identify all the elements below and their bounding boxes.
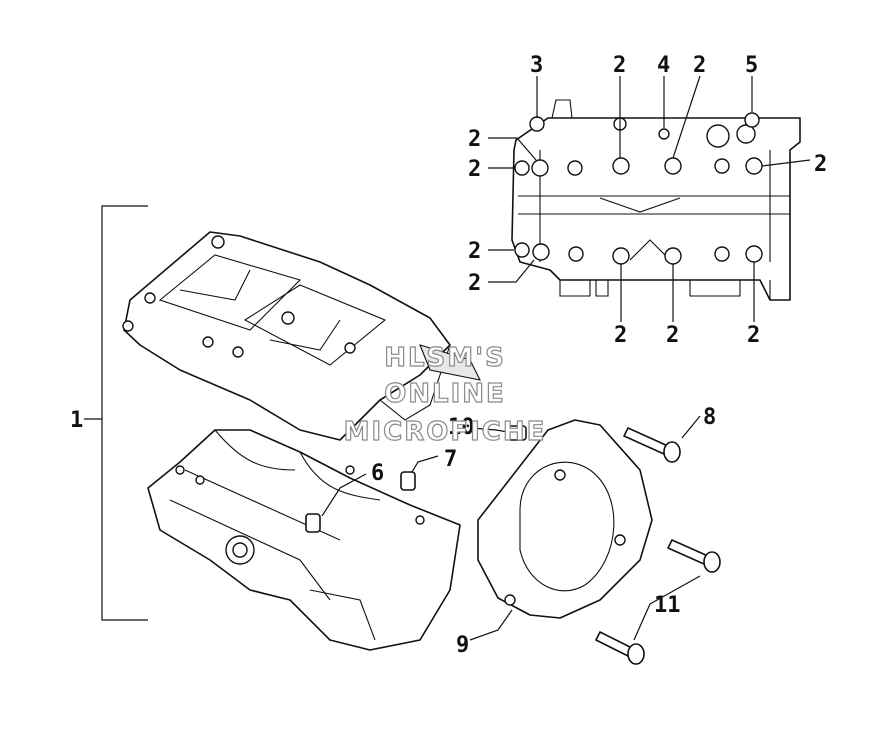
leader-lines — [321, 75, 811, 641]
callout-4: 4 — [657, 53, 670, 78]
upper-crankcase — [122, 231, 481, 441]
dowel-pin-6 — [305, 513, 321, 533]
watermark: HLSM'S ONLINE MICROFICHE — [343, 342, 547, 447]
callout-10: 10 — [448, 415, 475, 440]
bolt-8 — [623, 427, 681, 463]
callout-8: 8 — [703, 405, 716, 430]
dowel-pin-7 — [400, 471, 416, 491]
callout-2: 2 — [693, 53, 706, 78]
callout-7: 7 — [444, 447, 457, 472]
lower-crankcase — [147, 429, 461, 651]
bolt-11-upper — [667, 539, 721, 573]
callout-2: 2 — [614, 323, 627, 348]
bolt-11-lower — [595, 631, 645, 665]
bolt-holes-bottom-row — [514, 242, 763, 265]
callout-2: 2 — [613, 53, 626, 78]
callout-9: 9 — [456, 633, 469, 658]
assembly-bracket — [84, 205, 148, 621]
bolt-holes-top-row — [514, 112, 763, 177]
watermark-line-2: ONLINE — [384, 379, 506, 409]
callout-1: 1 — [70, 408, 83, 433]
crankcase-bottom-view — [511, 99, 801, 301]
callout-2: 2 — [468, 271, 481, 296]
callout-11: 11 — [654, 593, 681, 618]
mounting-ring — [477, 419, 653, 619]
callout-labels: 1 3 2 4 2 5 2 2 2 2 2 2 2 2 6 7 10 8 9 1… — [70, 53, 827, 658]
callout-2: 2 — [468, 239, 481, 264]
callout-5: 5 — [745, 53, 758, 78]
callout-2: 2 — [747, 323, 760, 348]
callout-2: 2 — [468, 157, 481, 182]
callout-2: 2 — [468, 127, 481, 152]
dowel-pin-10 — [507, 425, 527, 441]
watermark-line-3: MICROFICHE — [344, 417, 547, 447]
callout-6: 6 — [371, 461, 384, 486]
watermark-line-1: HLSM'S — [384, 343, 506, 373]
callout-2: 2 — [666, 323, 679, 348]
callout-3: 3 — [530, 53, 543, 78]
callout-2: 2 — [814, 152, 827, 177]
